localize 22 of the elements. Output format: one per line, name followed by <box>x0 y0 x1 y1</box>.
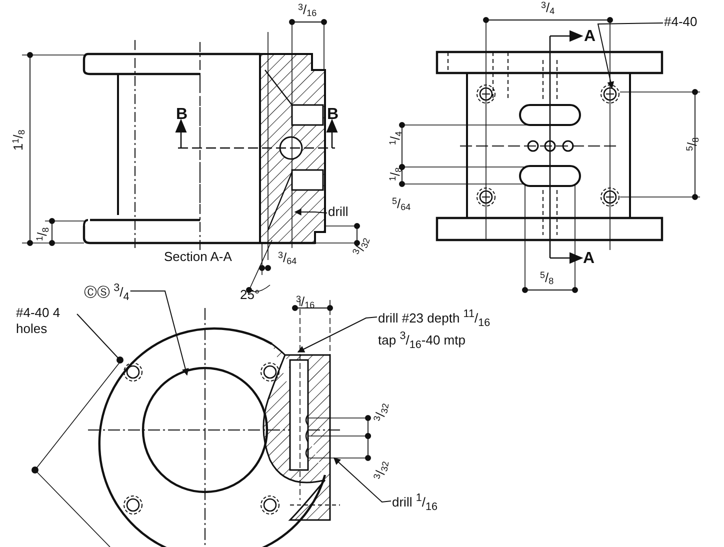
note-text: #4-40 4 holes <box>16 305 76 336</box>
leader-line <box>297 316 378 352</box>
dimension-text: $^{3}$/$_{4}$ <box>541 0 555 16</box>
section-letter: A <box>583 250 595 268</box>
leader-line <box>597 22 664 89</box>
leader-line <box>130 290 189 376</box>
section-letter: B <box>327 106 339 124</box>
dimension-text: $^{3}$/$_{64}$ <box>278 250 297 266</box>
note-text: ⒸⓈ $^{3}$/$_{4}$ <box>84 282 130 304</box>
leader-line <box>294 208 328 216</box>
dimension-text: $^{5}$/$_{64}$ <box>392 196 411 212</box>
dimension-text: $^{5}$/$_{8}$ <box>540 270 554 286</box>
note-text: drill $^{1}$/$_{16}$ <box>392 492 438 514</box>
note-text: #4-40 <box>664 14 698 30</box>
section-letter: B <box>176 106 188 124</box>
note-text: drill #23 depth $^{11}$/$_{16}$ tap $^{3}$/$_{16}$-40 mtp <box>378 308 498 352</box>
dimension-text: $^{3}$/$_{16}$ <box>298 2 317 18</box>
section-letter: A <box>584 28 596 46</box>
note-text: drill <box>328 204 348 220</box>
caption-text: Section A-A <box>164 250 232 265</box>
leader-line <box>76 314 124 364</box>
leader-line <box>333 458 392 503</box>
